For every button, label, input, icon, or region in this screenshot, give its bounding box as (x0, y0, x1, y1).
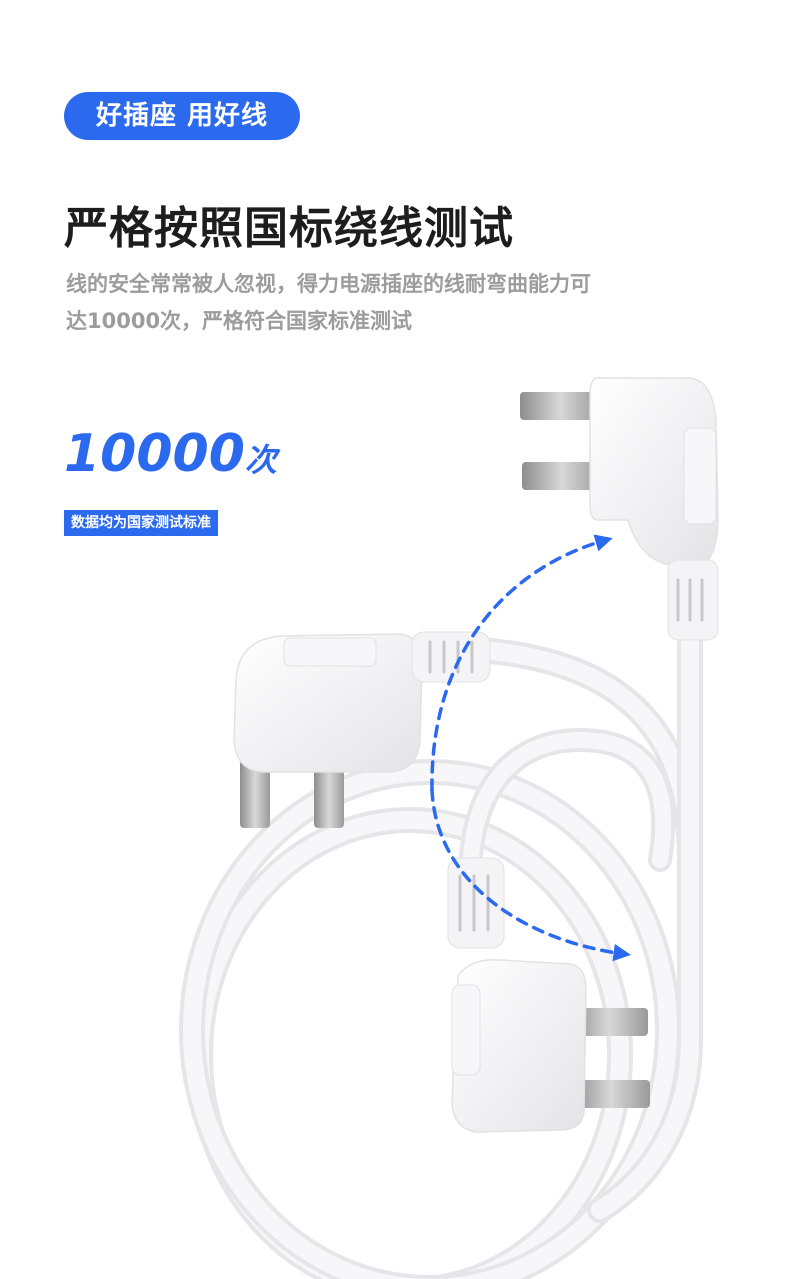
description-line-2: 达10000次，严格符合国家标准测试 (66, 309, 413, 333)
description: 线的安全常常被人忽视，得力电源插座的线耐弯曲能力可 达10000次，严格符合国家… (66, 266, 726, 340)
arrow-down (430, 788, 631, 962)
plug-pin-lower (522, 462, 602, 490)
cable-coil (179, 627, 703, 1279)
bend-count-number: 10000 (64, 424, 245, 484)
bend-direction-arrows (430, 534, 631, 962)
power-cord-illustration (179, 377, 719, 1279)
arrow-up (430, 534, 613, 792)
plug-pin-left-b (314, 760, 344, 828)
plug-pin-bottom-upper (570, 1008, 648, 1036)
bend-test-count: 10000次 (64, 424, 277, 484)
plug-top-right (520, 377, 719, 641)
tagline-badge: 好插座 用好线 (64, 92, 300, 140)
plug-pin-left-a (240, 760, 270, 828)
plug-left (233, 631, 491, 828)
bend-count-unit: 次 (244, 441, 277, 479)
plug-bottom (447, 857, 650, 1133)
page-title: 严格按照国标绕线测试 (64, 203, 514, 254)
description-line-1: 线的安全常常被人忽视，得力电源插座的线耐弯曲能力可 (66, 272, 591, 296)
standard-note-badge: 数据均为国家测试标准 (64, 510, 218, 536)
plug-pin-upper (520, 392, 600, 420)
plug-pin-bottom-lower (572, 1080, 650, 1108)
